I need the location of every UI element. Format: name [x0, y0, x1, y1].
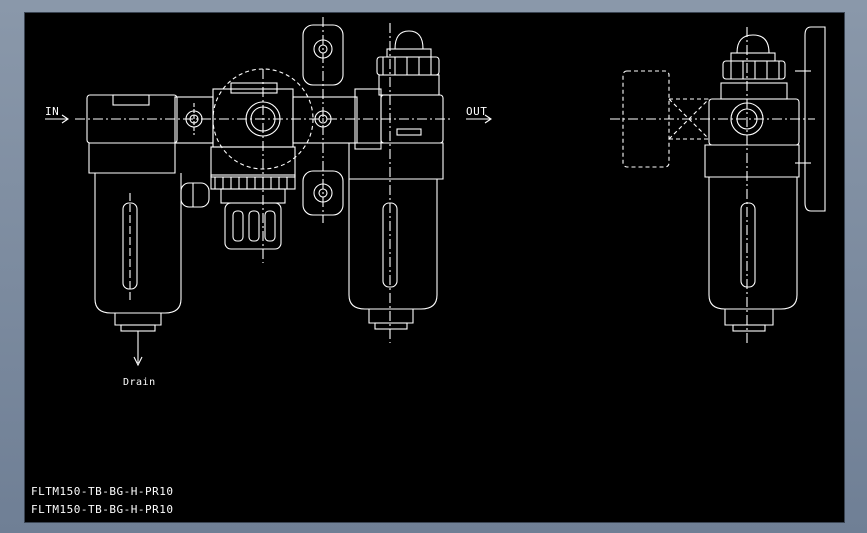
- cad-viewport[interactable]: IN OUT Drain FLTM150-TB-BG-H-PR10 FLTM15…: [24, 12, 845, 523]
- regulator-unit: [180, 68, 314, 263]
- lubricator-unit: [348, 23, 444, 343]
- in-arrow: [45, 114, 69, 124]
- filter-unit: [86, 94, 182, 367]
- connector-left: [174, 96, 214, 144]
- model-line-2: FLTM150-TB-BG-H-PR10: [31, 503, 174, 516]
- drain-label: Drain: [123, 377, 156, 388]
- in-label: IN: [45, 105, 60, 118]
- technical-drawing: [45, 17, 826, 367]
- out-arrow: [466, 114, 492, 124]
- out-label: OUT: [466, 105, 488, 118]
- mount-bracket: [302, 17, 344, 223]
- side-view: [610, 26, 826, 343]
- model-line-1: FLTM150-TB-BG-H-PR10: [31, 485, 174, 498]
